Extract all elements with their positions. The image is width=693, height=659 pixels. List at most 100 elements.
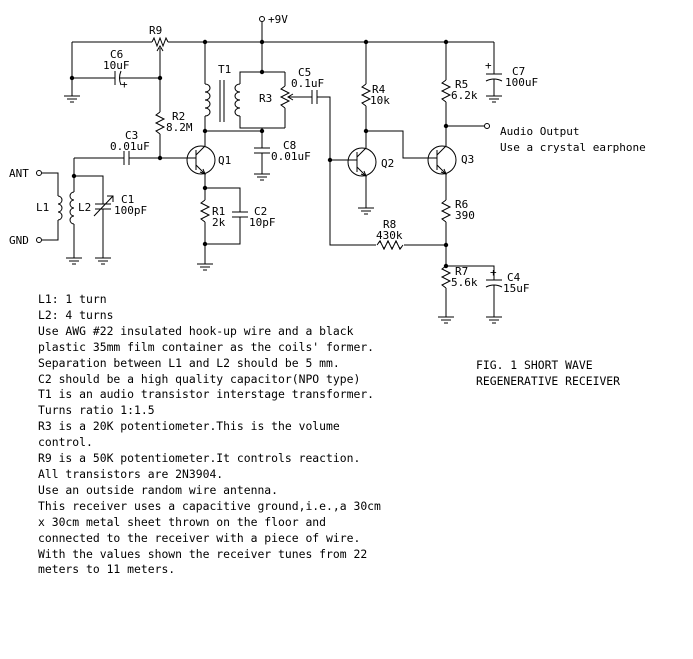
q3-transistor bbox=[426, 145, 457, 175]
c6-ref: C6 bbox=[110, 48, 123, 61]
junction-r1-c2 bbox=[202, 241, 208, 247]
junction-q2-base bbox=[327, 157, 333, 163]
q2-q3-link bbox=[366, 130, 426, 159]
note-line: Use AWG #22 insulated hook-up wire and a… bbox=[38, 323, 354, 338]
c7-value: 100uF bbox=[505, 76, 538, 89]
c4-capacitor bbox=[446, 265, 503, 324]
c6-value: 10uF bbox=[103, 59, 130, 72]
note-line: L1: 1 turn bbox=[38, 292, 107, 306]
r8-zigzag bbox=[376, 239, 404, 251]
junction-q3-collector bbox=[443, 123, 449, 129]
c6-capacitor bbox=[72, 70, 160, 86]
note-line: plastic 35mm film container as the coils… bbox=[38, 339, 375, 354]
r7-ref: R7 bbox=[455, 265, 468, 278]
c1-value: 100pF bbox=[114, 204, 147, 217]
note-line: x 30cm metal sheet thrown on the floor a… bbox=[38, 514, 327, 529]
r7-value: 5.6k bbox=[451, 276, 478, 289]
r2-ref: R2 bbox=[172, 110, 185, 123]
l1-ref: L1 bbox=[36, 201, 49, 214]
t1-ref: T1 bbox=[218, 63, 231, 76]
note-line: T1 is an audio transistor interstage tra… bbox=[38, 387, 375, 402]
c5-capacitor bbox=[311, 90, 446, 246]
c5-value: 0.1uF bbox=[291, 77, 324, 90]
r8-ref: R8 bbox=[383, 218, 396, 231]
r7-resistor bbox=[438, 265, 454, 324]
note-line: Use an outside random wire antenna. bbox=[38, 482, 279, 497]
r6-resistor bbox=[440, 174, 452, 266]
r4-resistor bbox=[360, 42, 372, 148]
c1-variable-capacitor bbox=[74, 175, 114, 265]
note-line: With the values shown the receiver tunes… bbox=[38, 546, 368, 561]
note-line: meters to 11 meters. bbox=[38, 562, 176, 577]
r3-ref: R3 bbox=[259, 92, 272, 105]
audio-output-label: Audio Output bbox=[500, 125, 579, 138]
junction-c8 bbox=[259, 128, 265, 134]
earphone-label: Use a crystal earphone bbox=[500, 141, 646, 154]
figure-caption-line: REGENERATIVE RECEIVER bbox=[476, 374, 621, 388]
note-line: Separation between L1 and L2 should be 5… bbox=[38, 355, 340, 370]
gnd-terminal bbox=[36, 237, 42, 243]
q3-ref: Q3 bbox=[461, 153, 474, 166]
c2-value: 10pF bbox=[249, 216, 276, 229]
q2-ref: Q2 bbox=[381, 157, 394, 170]
r8-value: 430k bbox=[376, 229, 403, 242]
q1-ref: Q1 bbox=[218, 154, 231, 167]
c5-ref: C5 bbox=[298, 66, 311, 79]
junction-r8 bbox=[443, 242, 449, 248]
r5-ref: R5 bbox=[455, 78, 468, 91]
ground-c6 bbox=[64, 95, 80, 103]
c7-ref: C7 bbox=[512, 65, 525, 78]
r4-value: 10k bbox=[370, 94, 390, 107]
note-line: Turns ratio 1:1.5 bbox=[38, 403, 155, 418]
audio-output-terminal bbox=[484, 123, 490, 129]
c4-value: 15uF bbox=[503, 282, 530, 295]
q2-transistor bbox=[346, 147, 377, 215]
note-line: C2 should be a high quality capacitor(NP… bbox=[38, 371, 361, 386]
c8-value: 0.01uF bbox=[271, 150, 311, 163]
junction-c3 bbox=[157, 155, 163, 161]
r1-value: 2k bbox=[212, 216, 226, 229]
c2-ref: C2 bbox=[254, 205, 267, 218]
c7-capacitor bbox=[485, 42, 503, 103]
r9-ref: R9 bbox=[149, 24, 162, 37]
figure-caption: FIG. 1 SHORT WAVE REGENERATIVE RECEIVER bbox=[476, 357, 620, 389]
note-line: connected to the receiver with a piece o… bbox=[38, 530, 361, 545]
note-line: L2: 4 turns bbox=[38, 307, 114, 322]
c3-capacitor bbox=[74, 151, 190, 165]
c7-plus: + bbox=[485, 59, 492, 72]
r2-value: 8.2M bbox=[166, 121, 193, 134]
c1-ref: C1 bbox=[121, 193, 134, 206]
t1-transformer bbox=[204, 42, 263, 146]
c6-plus: + bbox=[121, 78, 128, 91]
c8-capacitor bbox=[205, 128, 270, 181]
r6-value: 390 bbox=[455, 209, 475, 222]
supply-label: +9V bbox=[268, 13, 288, 26]
ant-terminal bbox=[36, 170, 42, 176]
supply-terminal bbox=[259, 16, 265, 22]
gnd-label: GND bbox=[9, 234, 29, 247]
c4-plus: + bbox=[490, 266, 497, 279]
r4-ref: R4 bbox=[372, 83, 386, 96]
note-line: R9 is a 50K potentiometer.It controls re… bbox=[38, 451, 361, 466]
junction-l2-c1 bbox=[71, 173, 77, 179]
junction-c6 bbox=[69, 75, 75, 81]
junction-q1-emitter bbox=[202, 185, 208, 191]
c3-ref: C3 bbox=[125, 129, 138, 142]
r5-value: 6.2k bbox=[451, 89, 478, 102]
supply-rail bbox=[71, 22, 494, 96]
r5-resistor bbox=[440, 42, 452, 146]
c4-ref: C4 bbox=[507, 271, 521, 284]
q1-emitter-network bbox=[197, 174, 248, 271]
note-line: R3 is a 20K potentiometer.This is the vo… bbox=[38, 419, 340, 434]
q1-transistor bbox=[186, 145, 216, 175]
r9-potentiometer bbox=[151, 36, 169, 78]
l2-ref: L2 bbox=[78, 201, 91, 214]
c3-value: 0.01uF bbox=[110, 140, 150, 153]
ant-label: ANT bbox=[9, 167, 29, 180]
c8-ref: C8 bbox=[283, 139, 296, 152]
note-line: control. bbox=[38, 435, 93, 450]
r6-ref: R6 bbox=[455, 198, 468, 211]
note-line: This receiver uses a capacitive ground,i… bbox=[38, 498, 381, 513]
